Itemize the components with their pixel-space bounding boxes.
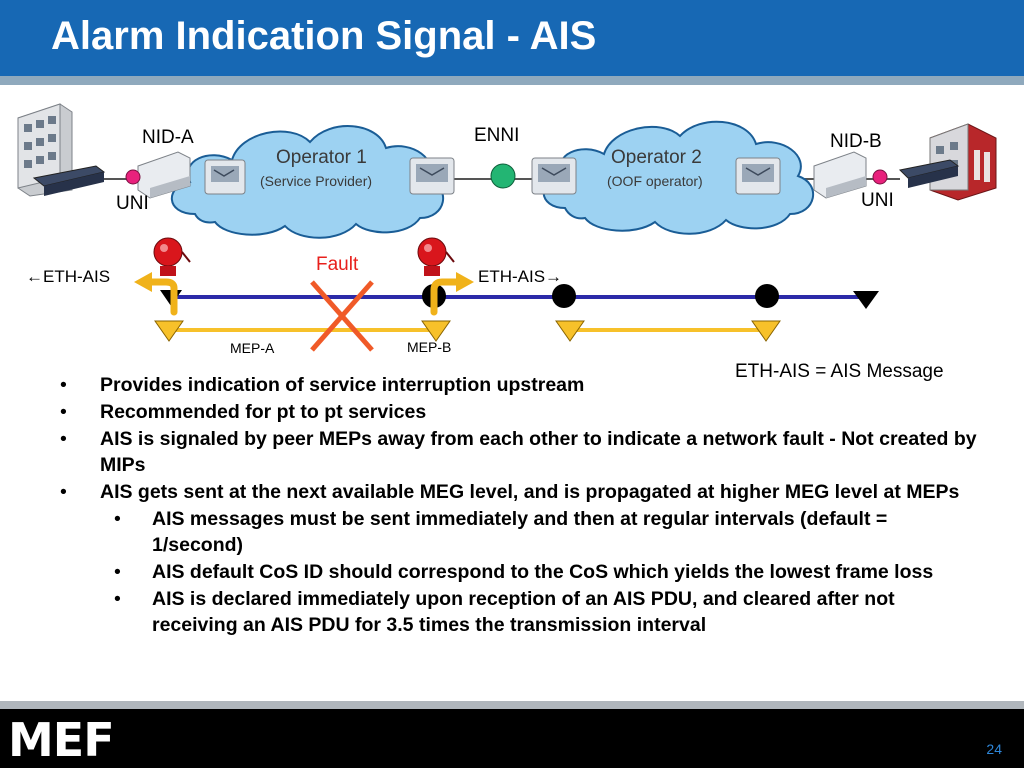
mep-gold-d: [751, 320, 781, 342]
eth-ais-left-label: ←ETH-AIS: [26, 267, 111, 286]
eth-ais-right-label: ETH-AIS→: [478, 267, 563, 286]
mep-black-right: [853, 291, 879, 309]
uni-right-dot: [872, 169, 888, 185]
bullet-list: • Provides indication of service interrup…: [0, 372, 1024, 639]
mep-a-label: MEP-A: [230, 340, 275, 356]
title-stripe: [0, 76, 1024, 85]
alarm-icon-right: [417, 237, 455, 276]
customer-building-right-icon: [898, 123, 997, 201]
operator-2-role: (OOF operator): [607, 173, 703, 189]
nid-b-device-icon: [813, 151, 867, 199]
ais-arrow-left-icon: [146, 278, 178, 316]
mep-gold-b: [421, 320, 451, 342]
nid-a-label: NID-A: [142, 127, 194, 148]
operator-1-name: Operator 1: [276, 147, 367, 168]
legend-label: ETH-AIS = AIS Message: [735, 361, 944, 382]
slide-title: Alarm Indication Signal - AIS: [51, 14, 597, 58]
operator-2-switch-left-icon: [531, 157, 577, 195]
customer-building-left-icon: [17, 103, 106, 197]
enni-label: ENNI: [474, 125, 520, 146]
bullet-dot: •: [60, 481, 67, 503]
mip-circle-2: [552, 284, 576, 308]
operator-1-role: (Service Provider): [260, 173, 373, 189]
operator-2-switch-right-icon: [735, 157, 781, 195]
bullet-item: • Provides indication of service interrup…: [0, 372, 980, 398]
sub-bullet-item: • AIS messages must be sent immediately a…: [0, 506, 982, 558]
operator-2-cloud: [542, 120, 815, 235]
sub-bullet-item: • AIS is declared immediately upon recept…: [0, 586, 982, 638]
page-number: 24: [986, 741, 1002, 757]
bullet-text: Recommended for pt to pt services: [100, 401, 427, 423]
mep-gold-a: [154, 320, 184, 342]
title-bar: Alarm Indication Signal - AIS: [0, 0, 1024, 76]
bullet-dot: •: [114, 588, 121, 610]
bullet-item: • Recommended for pt to pt services: [0, 399, 980, 425]
ais-arrow-left-head: [134, 272, 152, 292]
bullet-item: • AIS gets sent at the next available MEG…: [0, 479, 980, 505]
network-diagram: [17, 103, 997, 352]
footer-stripe: [0, 701, 1024, 709]
operator-1-switch-right-icon: [409, 157, 455, 195]
fault-label: Fault: [316, 254, 359, 275]
bullet-text: AIS is declared immediately upon recepti…: [152, 588, 895, 636]
ais-arrow-right-icon: [430, 278, 462, 316]
fault-x-icon: [310, 280, 374, 352]
bullet-dot: •: [114, 561, 121, 583]
bullet-text: AIS gets sent at the next available MEG …: [100, 481, 960, 503]
bullet-dot: •: [60, 401, 67, 423]
bullet-text: Provides indication of service interrupt…: [100, 374, 585, 396]
mep-b-label: MEP-B: [407, 339, 452, 355]
nid-b-label: NID-B: [830, 131, 882, 152]
uni-right-label: UNI: [861, 190, 894, 211]
uni-left-dot: [125, 169, 141, 185]
enni-dot: [490, 163, 516, 189]
bullet-text: AIS default CoS ID should correspond to …: [152, 561, 934, 583]
footer-bar: MEF 24: [0, 709, 1024, 768]
mef-logo: MEF: [8, 713, 115, 767]
alarm-icon-left: [153, 237, 191, 276]
bullet-item: • AIS is signaled by peer MEPs away from …: [0, 426, 980, 478]
uni-left-label: UNI: [116, 193, 149, 214]
bullet-dot: •: [60, 428, 67, 450]
bullet-text: AIS is signaled by peer MEPs away from e…: [100, 428, 977, 476]
mip-circle-3: [755, 284, 779, 308]
bullet-dot: •: [60, 374, 67, 396]
bullet-text: AIS messages must be sent immediately an…: [152, 508, 888, 556]
operator-1-switch-left-icon: [204, 159, 246, 195]
sub-bullet-item: • AIS default CoS ID should correspond to…: [0, 559, 982, 585]
ais-arrow-right-head: [456, 272, 474, 292]
mep-gold-c: [555, 320, 585, 342]
nid-a-device-icon: [137, 151, 191, 199]
operator-2-name: Operator 2: [611, 147, 702, 168]
bullet-dot: •: [114, 508, 121, 530]
